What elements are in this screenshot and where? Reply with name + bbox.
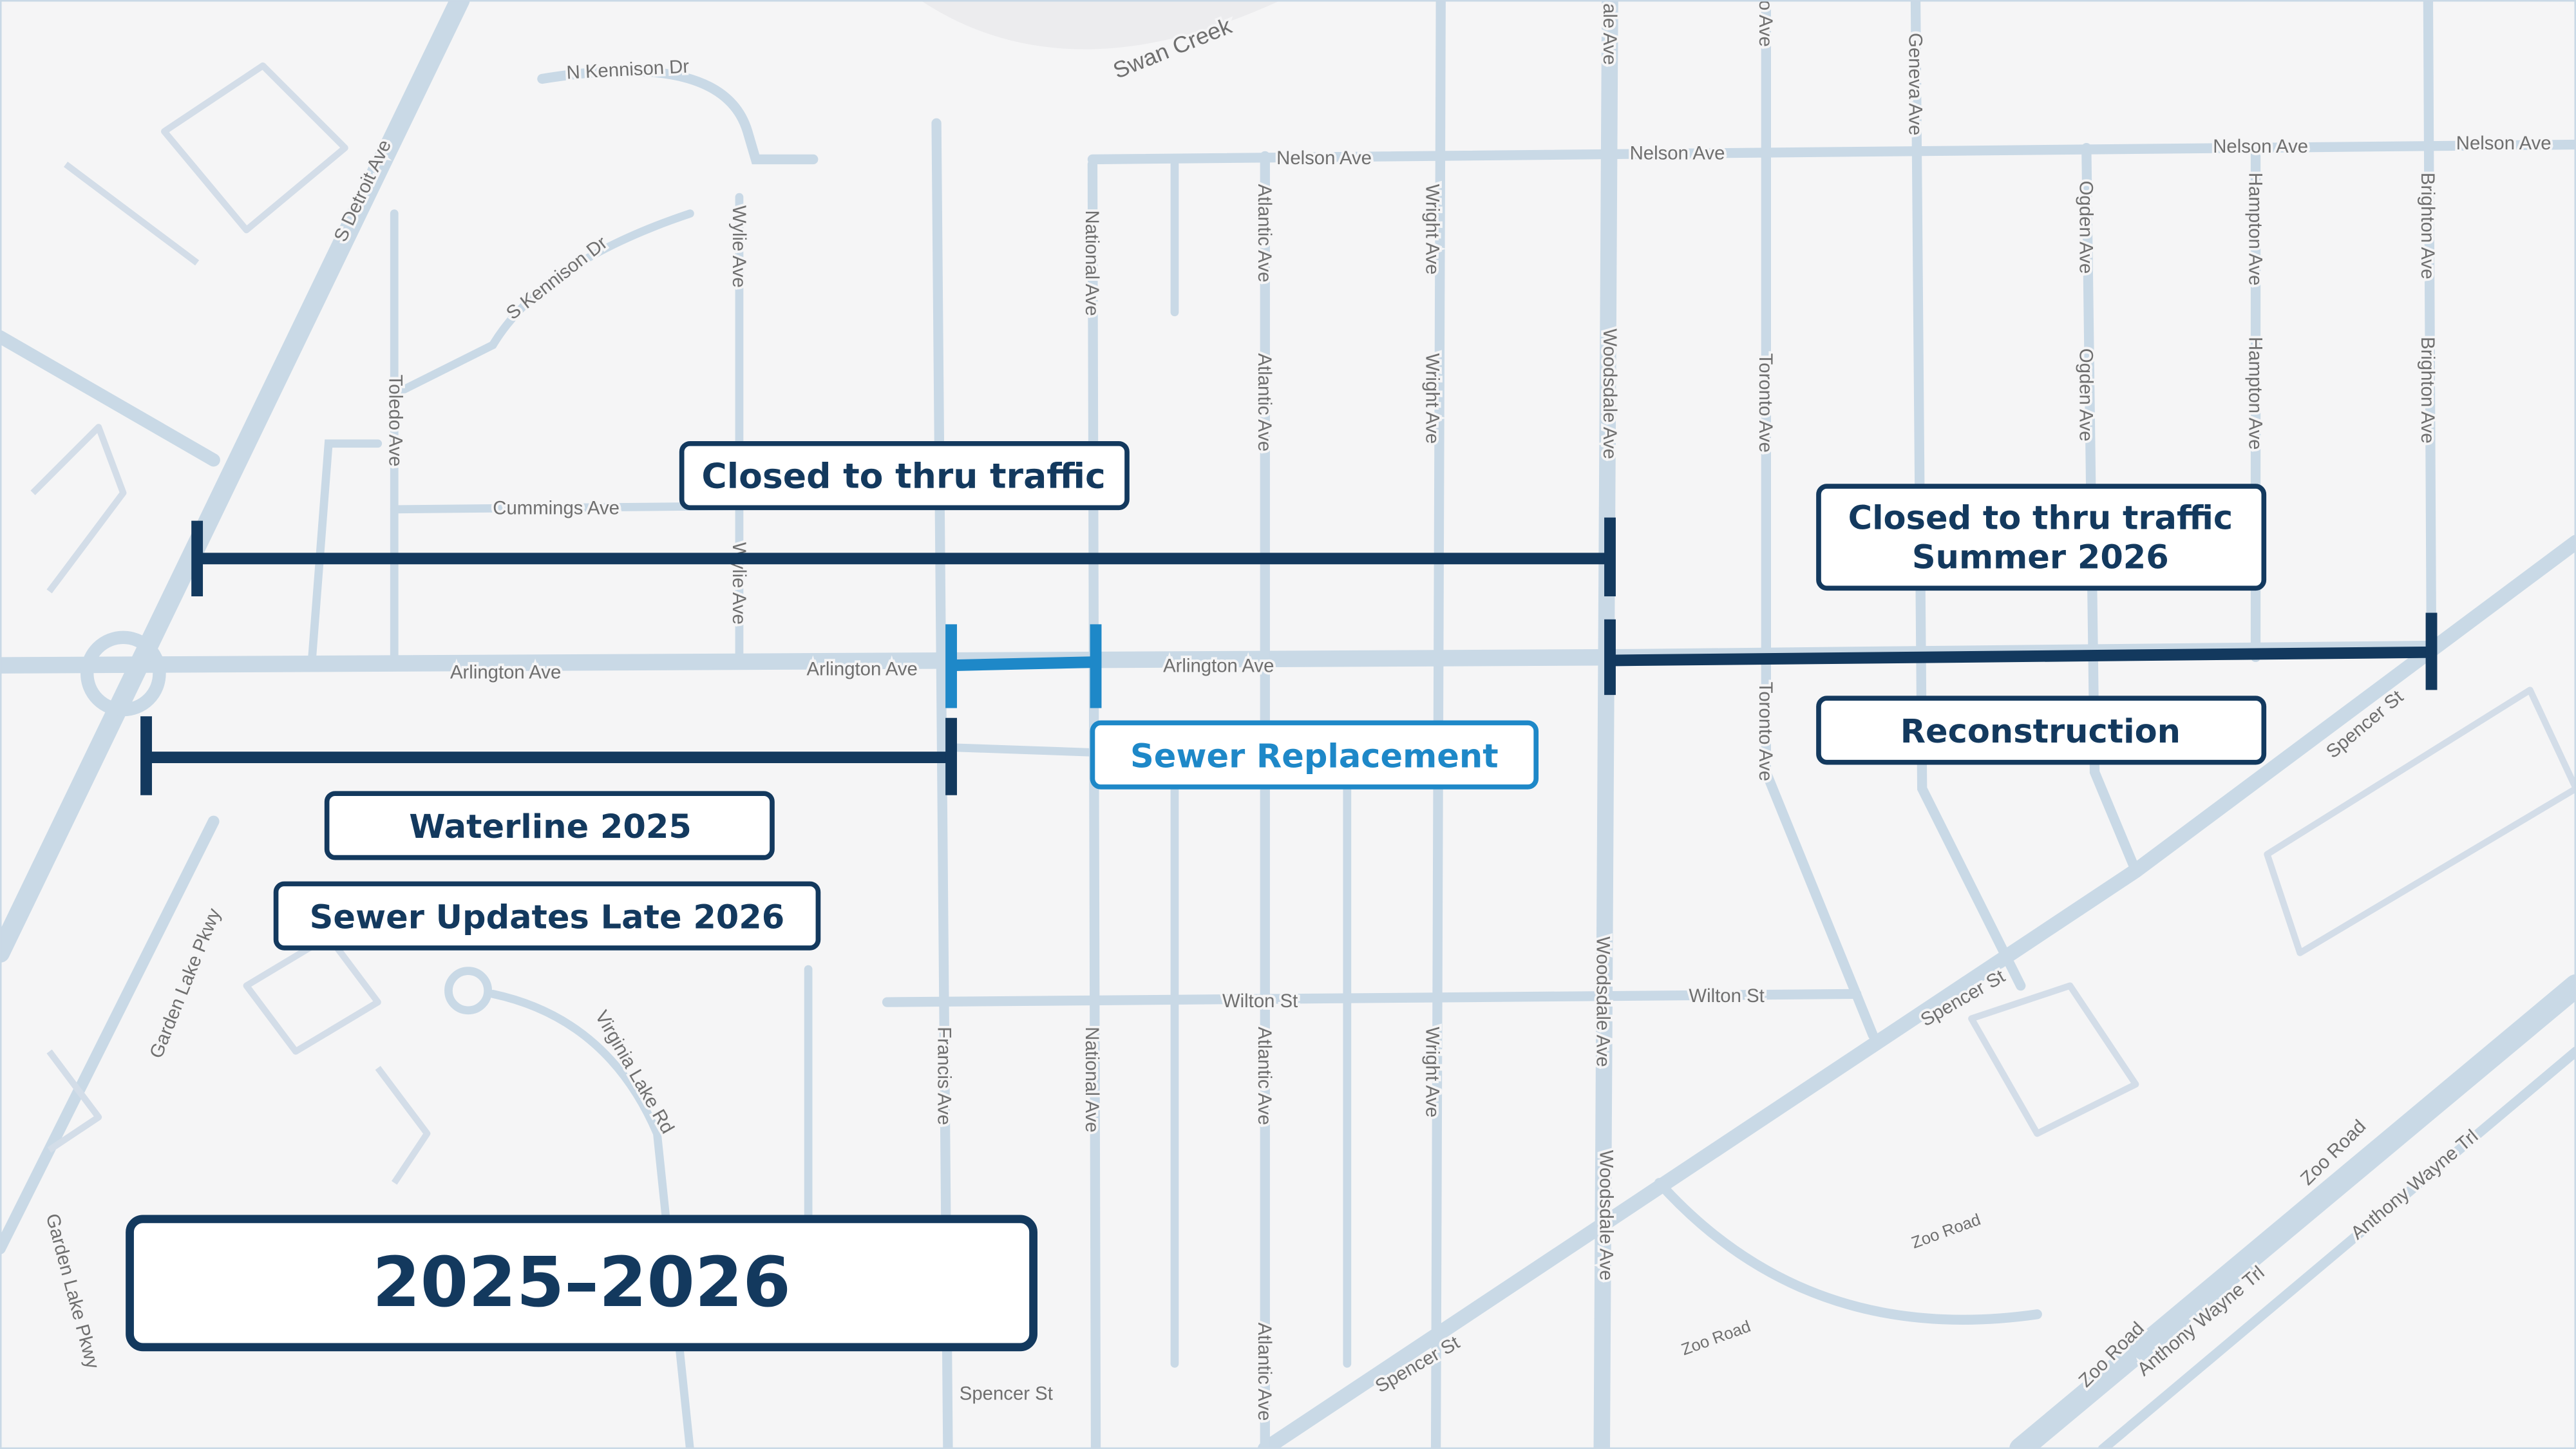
segment-closed-west <box>191 517 1616 597</box>
callout-reconstruction-text: Reconstruction <box>1900 713 2181 751</box>
street-label: Nelson Ave <box>1630 142 1725 164</box>
segment-reconstruction <box>1604 612 2438 696</box>
project-segments <box>140 517 2438 795</box>
street-label: Cummings Ave <box>493 497 620 518</box>
street-label: Toronto Ave <box>1755 682 1776 781</box>
callout-closed-west: Closed to thru traffic <box>679 440 1130 511</box>
street-label: Geneva Ave <box>1904 33 1926 135</box>
street-label: Arlington Ave <box>450 662 561 683</box>
callout-sewer-updates: Sewer Updates Late 2026 <box>273 881 821 951</box>
callout-closed-east-line1: Closed to thru traffic <box>1848 499 2233 537</box>
street-label: Toledo Ave <box>385 375 406 467</box>
street-label: Brighton Ave <box>2417 173 2438 279</box>
callout-waterline-text: Waterline 2025 <box>409 808 692 846</box>
street-label: Atlantic Ave <box>1254 1323 1275 1421</box>
street-label: Wright Ave <box>1421 1027 1443 1117</box>
street-label: National Ave <box>1081 211 1103 316</box>
street-label: Atlantic Ave <box>1254 184 1275 283</box>
callout-closed-west-text: Closed to thru traffic <box>701 456 1105 497</box>
callout-sewer-replacement-text: Sewer Replacement <box>1130 737 1499 775</box>
callout-sewer-replacement: Sewer Replacement <box>1090 720 1539 790</box>
street-label: Ogden Ave <box>2076 348 2097 442</box>
street-label: Woodsdale Ave <box>1596 1150 1617 1281</box>
street-label: Nelson Ave <box>2456 133 2552 154</box>
street-label: Woodsdale Ave <box>1599 328 1620 459</box>
street-label: Spencer St <box>960 1383 1053 1404</box>
street-label: o Ave <box>1755 0 1776 47</box>
segment-sewer-replacement <box>945 624 1102 708</box>
street-label: Francis Ave <box>934 1027 955 1125</box>
street-label: Arlington Ave <box>1163 655 1274 676</box>
street-label: Arlington Ave <box>807 658 918 679</box>
callout-sewer-updates-text: Sewer Updates Late 2026 <box>310 898 785 936</box>
street-label: Wylie Ave <box>728 205 750 288</box>
street-label: Hampton Ave <box>2244 337 2266 450</box>
street-label: Wright Ave <box>1421 353 1443 444</box>
street-label: Nelson Ave <box>2213 136 2308 157</box>
callout-reconstruction: Reconstruction <box>1816 696 2267 765</box>
title-text: 2025–2026 <box>372 1243 791 1323</box>
street-label: National Ave <box>1081 1027 1103 1132</box>
street-label: Wright Ave <box>1421 184 1443 275</box>
street-label: Woodsdale Ave <box>1593 936 1614 1067</box>
street-label: ale Ave <box>1599 3 1620 65</box>
segment-waterline <box>140 716 957 795</box>
minor-paths <box>30 62 2576 1185</box>
title-box: 2025–2026 <box>126 1215 1037 1352</box>
street-label: Nelson Ave <box>1276 147 1372 169</box>
street-label: Atlantic Ave <box>1254 353 1275 451</box>
street-label: Toronto Ave <box>1755 353 1776 452</box>
street-label: Wilton St <box>1222 990 1298 1012</box>
street-label: Wilton St <box>1689 985 1764 1007</box>
callout-closed-east: Closed to thru traffic Summer 2026 <box>1816 484 2267 591</box>
street-label: Brighton Ave <box>2417 337 2438 444</box>
street-label: Atlantic Ave <box>1254 1027 1275 1125</box>
street-label: Ogden Ave <box>2076 181 2097 274</box>
street-label: Hampton Ave <box>2244 173 2266 286</box>
callout-closed-east-line2: Summer 2026 <box>1912 539 2169 577</box>
swan-creek <box>920 0 1282 50</box>
callout-waterline: Waterline 2025 <box>324 791 775 860</box>
